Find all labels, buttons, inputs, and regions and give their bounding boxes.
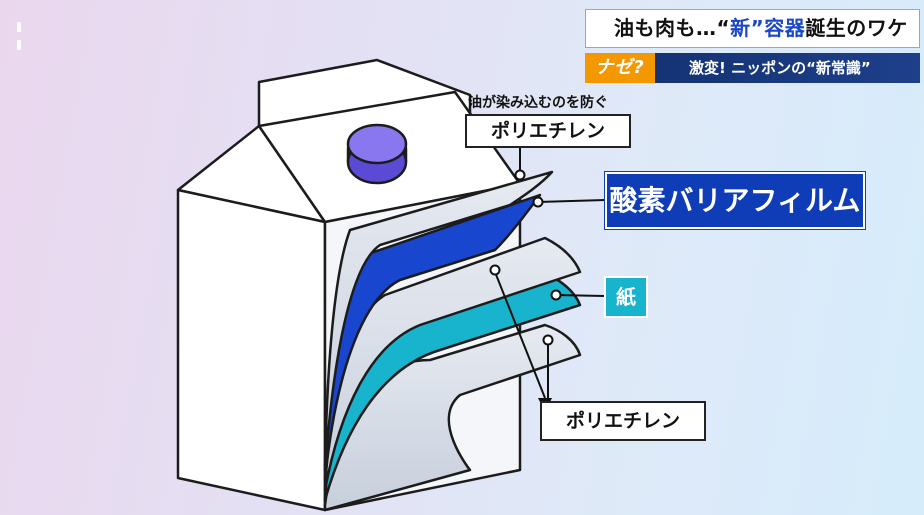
segment-tag: ナゼ? — [585, 53, 655, 83]
label-paper: 紙 — [604, 276, 648, 318]
leader-dots — [489, 169, 562, 346]
layer-polyethylene-top — [323, 170, 554, 472]
sub-banner: ナゼ? 激変! ニッポンの“新常識” — [585, 53, 920, 83]
headline-suffix: 誕生のワケ — [805, 16, 908, 40]
leader-lines — [494, 148, 606, 399]
headline-prefix: 油も肉も…“ — [614, 16, 731, 40]
segment-title: 激変! ニッポンの“新常識” — [689, 59, 871, 77]
menu-handle-icon — [17, 22, 21, 52]
label-polyethylene-bottom: ポリエチレン — [540, 401, 706, 441]
headline-banner: 油も肉も…“新”容器誕生のワケ — [585, 9, 920, 48]
annotation-oil-prevention: 油が染み込むのを防ぐ — [468, 95, 608, 111]
label-polyethylene-top: ポリエチレン — [465, 114, 631, 148]
label-oxygen-barrier-film: 酸素バリアフィルム — [605, 172, 865, 229]
headline-highlight: 新”容器 — [730, 16, 806, 40]
layer-stack — [323, 170, 582, 512]
cap-icon — [346, 123, 408, 185]
carton-front-face — [176, 188, 327, 512]
